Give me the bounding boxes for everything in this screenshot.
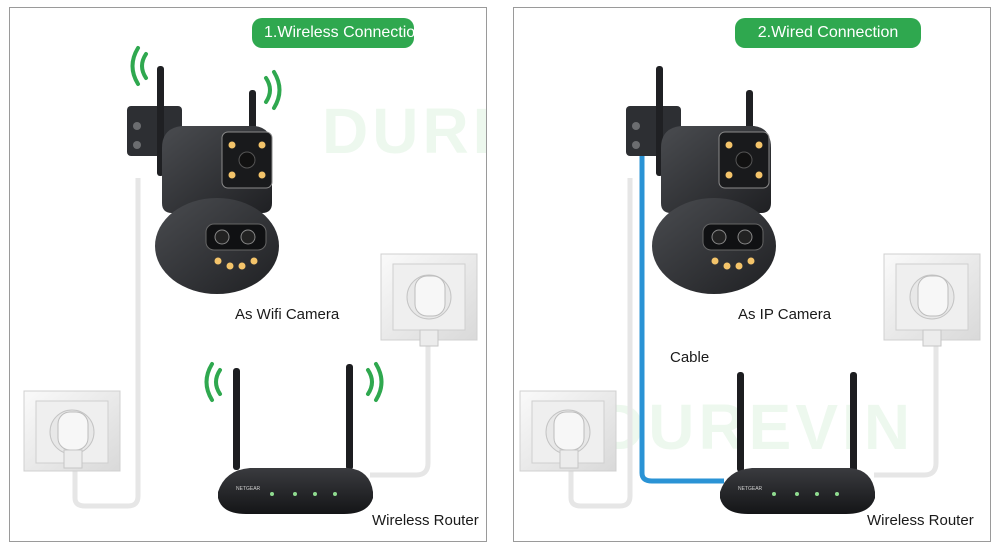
wireless-diagram-art: NETGEAR [23,46,478,514]
wifi-signal-icon [130,46,282,110]
router-power-cable [874,343,939,478]
wired-connection-heading: 2.Wired Connection [735,18,921,48]
router-label: Wireless Router [867,512,974,529]
watermark: DUREVIN [322,95,486,167]
wireless-router: NETGEAR [218,364,373,514]
wall-socket [380,253,478,347]
cable-label: Cable [670,349,710,366]
wired-diagram-art: NETGEAR [519,66,981,514]
wireless-connection-panel: DUREVIN [9,7,487,542]
router-label: Wireless Router [372,512,479,529]
wired-connection-panel: DUREVIN [513,7,991,542]
wifi-signal-icon [204,362,384,402]
socket-cable [72,403,141,509]
watermark: DUREVIN [598,391,915,463]
router-power-cable [370,343,431,478]
wireless-router: NETGEAR [720,372,875,514]
socket-cable [568,403,633,509]
wall-socket [519,390,617,472]
ethernet-cable [639,156,724,484]
camera-label: As Wifi Camera [235,306,340,323]
wireless-connection-heading: 1.Wireless Connection [252,18,424,48]
ptz-camera [127,66,279,294]
router-brand-logo: NETGEAR [236,486,261,492]
camera-label: As IP Camera [738,306,832,323]
router-brand-logo: NETGEAR [738,486,763,492]
wall-socket [23,390,121,472]
ptz-camera [626,66,776,294]
wall-socket [883,253,981,347]
